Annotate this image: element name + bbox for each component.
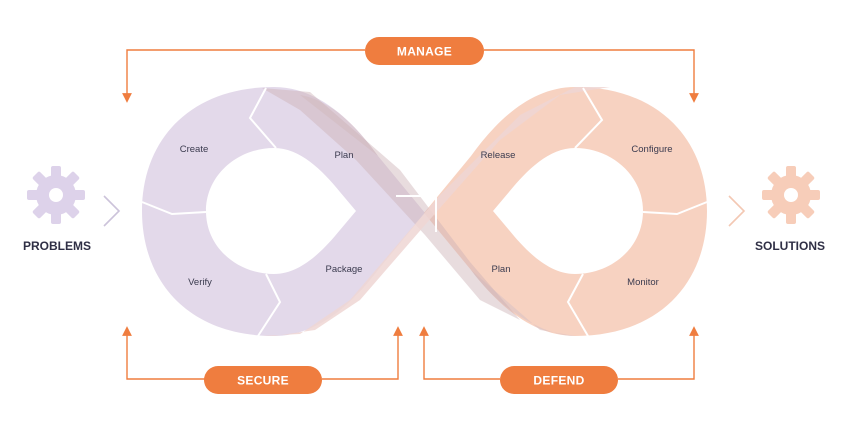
infinity-loop	[141, 87, 708, 337]
stage-create: Create	[180, 144, 209, 155]
stage-plan-top: Plan	[334, 150, 353, 161]
left-lobe	[142, 87, 425, 336]
stage-plan-bottom: Plan	[491, 264, 510, 275]
right-lobe	[424, 87, 707, 336]
secure-pill[interactable]: SECURE	[204, 366, 322, 394]
manage-label: MANAGE	[397, 45, 452, 59]
segment-dividers	[141, 87, 708, 337]
defend-pill[interactable]: DEFEND	[500, 366, 618, 394]
stage-release: Release	[481, 150, 516, 161]
chevron-right-icon	[103, 195, 121, 227]
manage-pill[interactable]: MANAGE	[365, 37, 484, 65]
gear-icon	[27, 166, 85, 224]
manage-connector	[122, 49, 699, 103]
secure-label: SECURE	[237, 374, 289, 388]
crossing-shadow	[262, 88, 520, 320]
stage-configure: Configure	[631, 144, 672, 155]
chevron-right-icon	[728, 195, 746, 227]
secure-connector	[122, 326, 403, 380]
gear-icon	[762, 166, 820, 224]
stage-monitor: Monitor	[627, 277, 659, 288]
problems-label: PROBLEMS	[23, 239, 91, 253]
defend-label: DEFEND	[533, 374, 584, 388]
stage-verify: Verify	[188, 277, 212, 288]
stage-package: Package	[326, 264, 363, 275]
solutions-label: SOLUTIONS	[755, 239, 825, 253]
defend-connector	[419, 326, 699, 380]
